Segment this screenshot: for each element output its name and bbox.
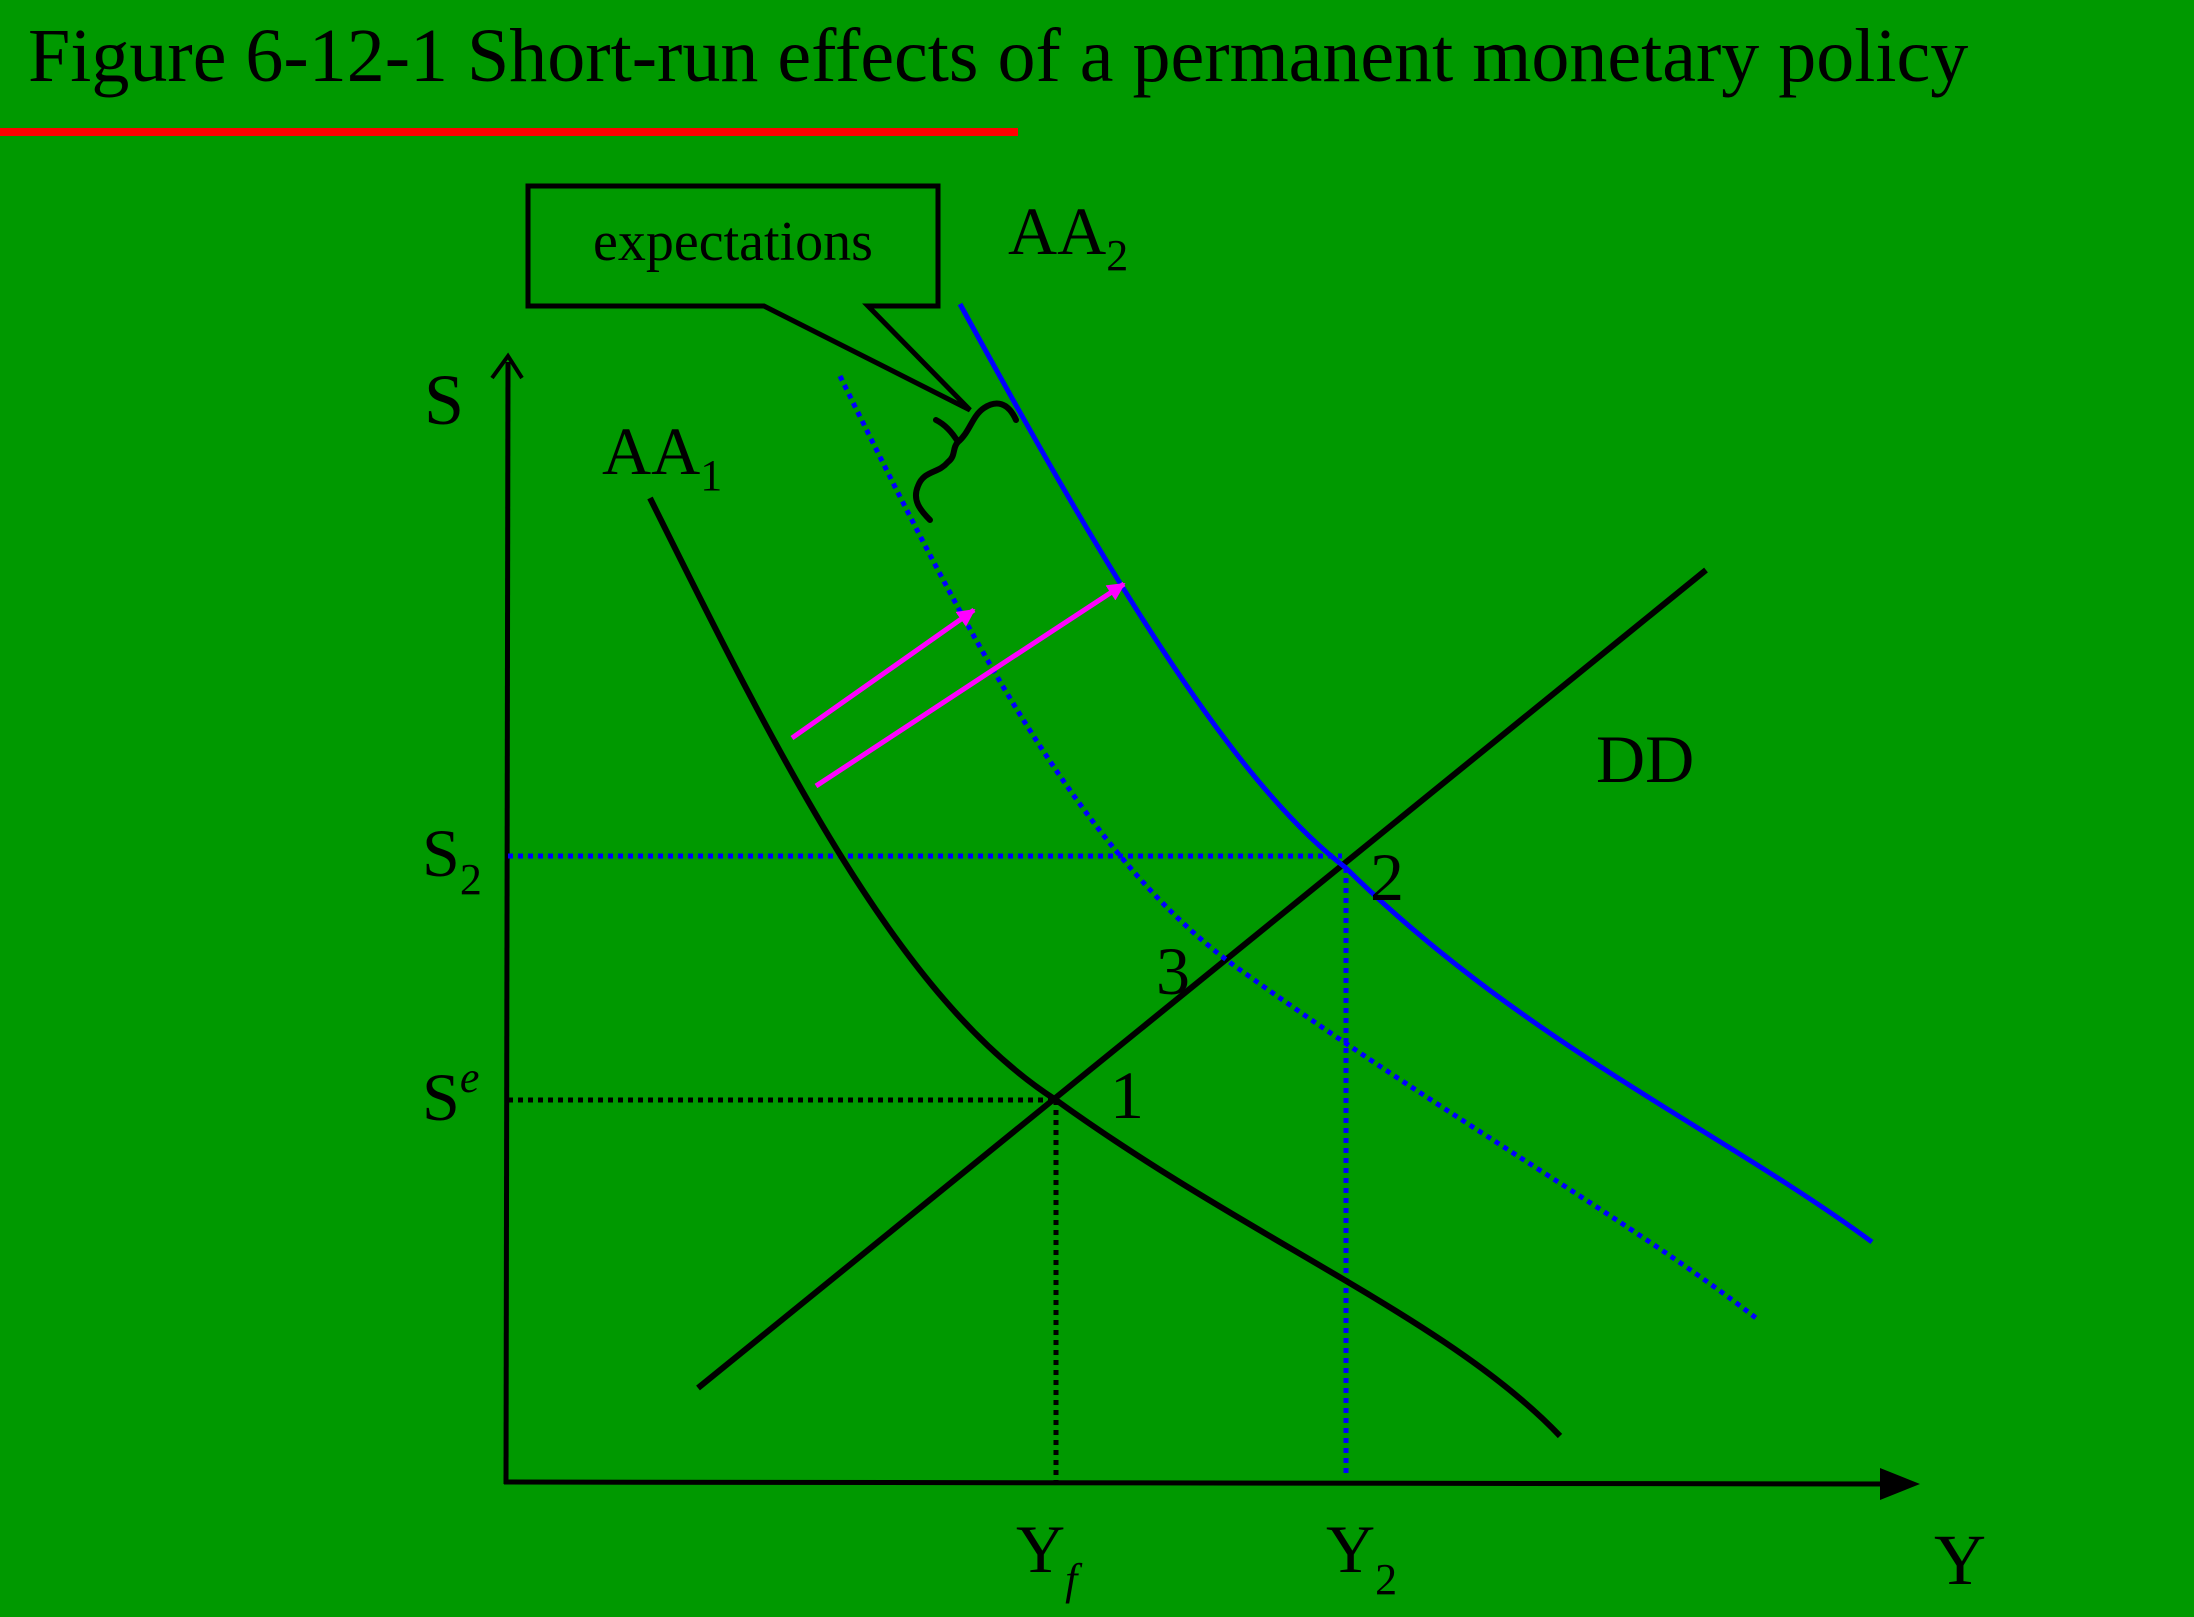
x-axis-arrowhead (1880, 1468, 1920, 1500)
figure-title: Figure 6-12-1 Short-run effects of a per… (28, 14, 1969, 98)
aa2-label: AA2 (1008, 193, 1128, 280)
s2-tick-base: S (422, 815, 460, 891)
point-2-label: 2 (1370, 839, 1404, 915)
dd-label: DD (1596, 721, 1694, 797)
s2-tick-sub: 2 (460, 855, 482, 904)
y-axis-label: S (424, 360, 464, 440)
aa2-label-base: AA (1008, 193, 1106, 269)
se-tick-base: S (422, 1059, 460, 1135)
se-tick-label: Se (422, 1053, 479, 1135)
aa1-label-sub: 1 (700, 451, 722, 500)
aa1-label: AA1 (602, 413, 722, 500)
y-axis-arrowhead (490, 352, 524, 380)
intermediate-aa-curve (837, 374, 1758, 1320)
aa2-curve (957, 302, 1874, 1245)
point-3-label: 3 (1156, 933, 1190, 1009)
aa1-curve (647, 496, 1563, 1439)
shift-arrow-lower (814, 581, 1126, 789)
y2-tick-sub: 2 (1375, 1555, 1397, 1604)
s2-tick-label: S2 (422, 815, 482, 904)
point-1-label: 1 (1110, 1057, 1144, 1133)
x-axis (503, 1479, 1901, 1487)
aa1-label-base: AA (602, 413, 700, 489)
expectations-brace (914, 403, 1016, 521)
dd-curve (696, 567, 1708, 1391)
expectations-callout-text: expectations (593, 211, 873, 273)
y2-tick-base: Y (1326, 1511, 1375, 1587)
yf-tick-label: Yf (1016, 1511, 1083, 1604)
expectations-brace-visible (912, 400, 1019, 523)
expectations-callout (525, 183, 972, 413)
yf-tick-base: Y (1016, 1511, 1065, 1587)
title-underline (0, 128, 1018, 136)
aa2-label-sub: 2 (1106, 231, 1128, 280)
shift-arrow-upper (790, 607, 976, 741)
se-tick-sup: e (460, 1053, 480, 1102)
y2-tick-label: Y2 (1326, 1511, 1397, 1604)
yf-tick-sub: f (1065, 1555, 1083, 1604)
y-axis (503, 361, 511, 1485)
x-axis-label: Y (1934, 1520, 1986, 1600)
